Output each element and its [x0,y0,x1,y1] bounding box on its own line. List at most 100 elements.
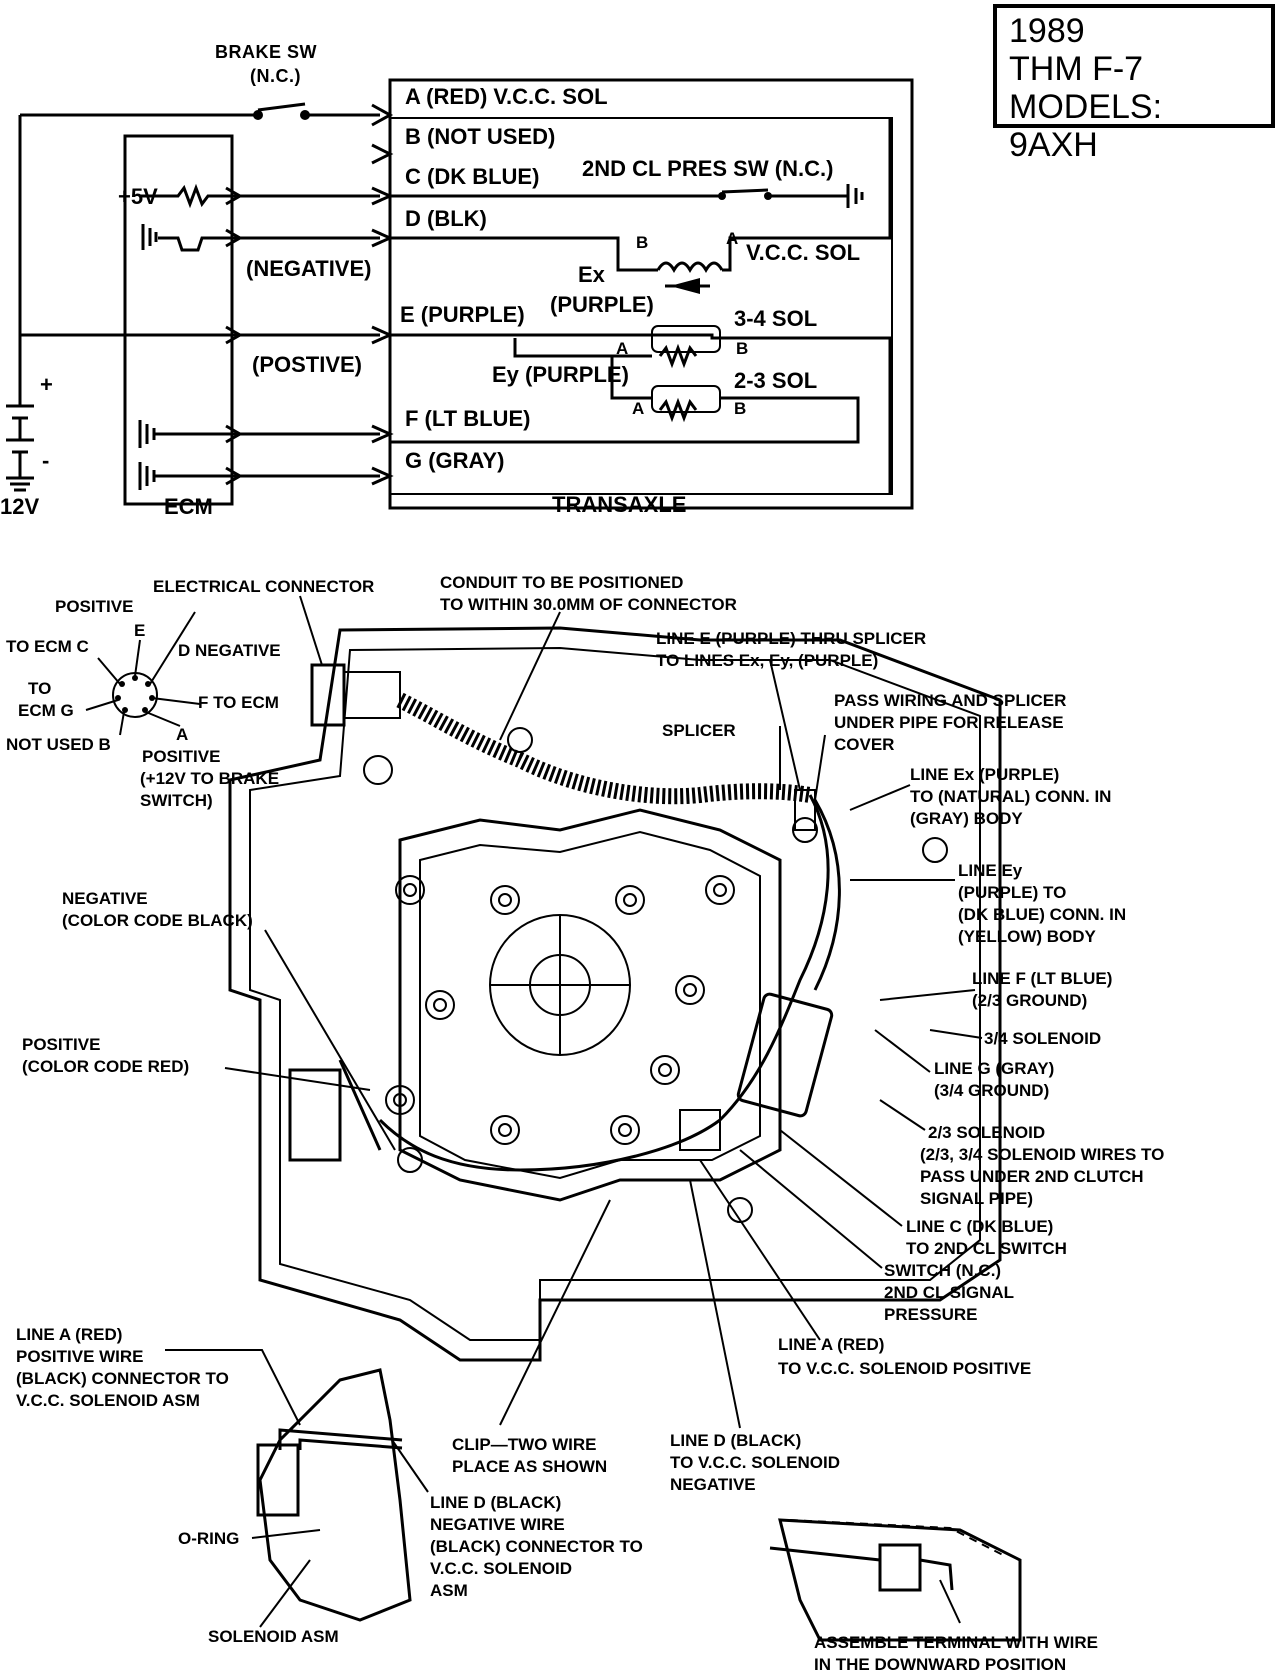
positive-connector-body [288,1068,342,1162]
ex-3: (GRAY) BODY [910,809,1023,828]
assemble-2: IN THE DOWNWARD POSITION [814,1655,1066,1674]
sol34-label-callout: 3/4 SOLENOID [984,1029,1101,1048]
conn-plus12v: (+12V TO BRAKE [140,769,279,788]
line-e-2: TO LINES Ex, Ey, (PURPLE) [656,651,878,670]
assemble-1: ASSEMBLE TERMINAL WITH WIRE [814,1633,1098,1652]
sol23-4: SIGNAL PIPE) [920,1189,1033,1208]
clip-2: PLACE AS SHOWN [452,1457,607,1476]
ld-1: LINE D (BLACK) [430,1493,561,1512]
sol23-term-b: B [734,399,746,418]
conn-positive: POSITIVE [55,597,133,616]
conn-switch: SWITCH) [140,791,213,810]
linea-2: TO V.C.C. SOLENOID POSITIVE [778,1359,1031,1378]
lineg-2: (3/4 GROUND) [934,1081,1049,1100]
title-models-code: MODELS: 9AXH [1009,88,1163,164]
sol34-body [736,992,834,1118]
sol34-term-b: B [736,339,748,358]
sol23-2: (2/3, 3/4 SOLENOID WIRES TO [920,1145,1164,1164]
sol23-label: 2-3 SOL [734,368,817,393]
ex-2: TO (NATURAL) CONN. IN [910,787,1111,806]
pos-2: (COLOR CODE RED) [22,1057,189,1076]
ex-label: Ex [578,262,606,287]
la-3: (BLACK) CONNECTOR TO [16,1369,229,1388]
la-2: POSITIVE WIRE [16,1347,144,1366]
case-outline [228,626,1002,1362]
sw-2: 2ND CL SIGNAL [884,1283,1014,1302]
pin-e-label: E (PURPLE) [400,302,525,327]
conn-e: E [134,621,145,640]
sol23-1: 2/3 SOLENOID [928,1123,1045,1142]
valve-body [398,808,782,1202]
vcc-connector [679,1109,721,1151]
schematic [6,78,914,510]
conn-f-to-ecm: F TO ECM [198,693,279,712]
vcc-term-a: A [726,229,738,248]
splicer [794,789,816,831]
linea-1: LINE A (RED) [778,1335,884,1354]
transaxle-label: TRANSAXLE [552,492,686,517]
clip-1: CLIP—TWO WIRE [452,1435,596,1454]
battery-plus: + [40,372,53,397]
ld-5: ASM [430,1581,468,1600]
conn-electrical-connector: ELECTRICAL CONNECTOR [153,577,374,596]
sw-1: SWITCH (N.C.) [884,1261,1001,1280]
pin-c-label: C (DK BLUE) [405,164,539,189]
conduit-1: CONDUIT TO BE POSITIONED [440,573,683,592]
linec-2: TO 2ND CL SWITCH [906,1239,1067,1258]
solenoid-asm-body [256,1443,300,1517]
conn-not-used-b: NOT USED B [6,735,111,754]
sol34-label: 3-4 SOL [734,306,817,331]
vcc-coil [656,261,724,274]
sw-3: PRESSURE [884,1305,978,1324]
leader-lines [165,595,983,1628]
conduit-2: TO WITHIN 30.0MM OF CONNECTOR [440,595,737,614]
pass-3: COVER [834,735,894,754]
splicer-label: SPLICER [662,721,736,740]
terminal-inset [778,1518,1022,1642]
battery-minus: - [42,448,49,473]
postive-label: (POSTIVE) [252,352,362,377]
pres-sw-label: 2ND CL PRES SW (N.C.) [582,156,833,181]
vcc-sol-label: V.C.C. SOL [746,240,860,265]
conn-to-ecm-c: TO ECM C [6,637,89,656]
ld-3: (BLACK) CONNECTOR TO [430,1537,643,1556]
sol34-term-a: A [616,339,628,358]
oring-label: O-RING [178,1529,239,1548]
ex-purple-label: (PURPLE) [550,292,654,317]
sol34-coil [651,325,721,353]
lined-1: LINE D (BLACK) [670,1431,801,1450]
pin-b-label: B (NOT USED) [405,124,555,149]
pin-g-label: G (GRAY) [405,448,504,473]
linec-1: LINE C (DK BLUE) [906,1217,1053,1236]
conn-a: A [176,725,188,744]
pass-1: PASS WIRING AND SPLICER [834,691,1066,710]
ey-4: (YELLOW) BODY [958,927,1097,946]
la-4: V.C.C. SOLENOID ASM [16,1391,200,1410]
conn-positive-a: POSITIVE [142,747,220,766]
ld-4: V.C.C. SOLENOID [430,1559,572,1578]
lineg-1: LINE G (GRAY) [934,1059,1054,1078]
neg-1: NEGATIVE [62,889,148,908]
solasm-label: SOLENOID ASM [208,1627,339,1646]
plus5v-label: +5V [118,184,158,209]
title-box: 1989 THM F-7 MODELS: 9AXH [993,4,1275,164]
bolts [363,727,948,1223]
title-model: THM F-7 [1009,50,1144,88]
lined-3: NEGATIVE [670,1475,756,1494]
pin-d-label: D (BLK) [405,206,487,231]
linef-1: LINE F (LT BLUE) [972,969,1112,988]
pass-2: UNDER PIPE FOR RELEASE [834,713,1064,732]
title-year: 1989 [1009,12,1085,50]
negative-label: (NEGATIVE) [246,256,371,281]
linef-2: (2/3 GROUND) [972,991,1087,1010]
neg-2: (COLOR CODE BLACK) [62,911,253,930]
conn-d-negative: D NEGATIVE [178,641,281,660]
ey-purple-label: Ey (PURPLE) [492,362,629,387]
la-1: LINE A (RED) [16,1325,122,1344]
transaxle-inner [389,117,893,495]
conn-ecm-g: ECM G [18,701,74,720]
line-e-1: LINE E (PURPLE) THRU SPLICER [656,629,926,648]
pin-a-label: A (RED) V.C.C. SOL [405,84,608,109]
pos-1: POSITIVE [22,1035,100,1054]
pin-f-label: F (LT BLUE) [405,406,530,431]
